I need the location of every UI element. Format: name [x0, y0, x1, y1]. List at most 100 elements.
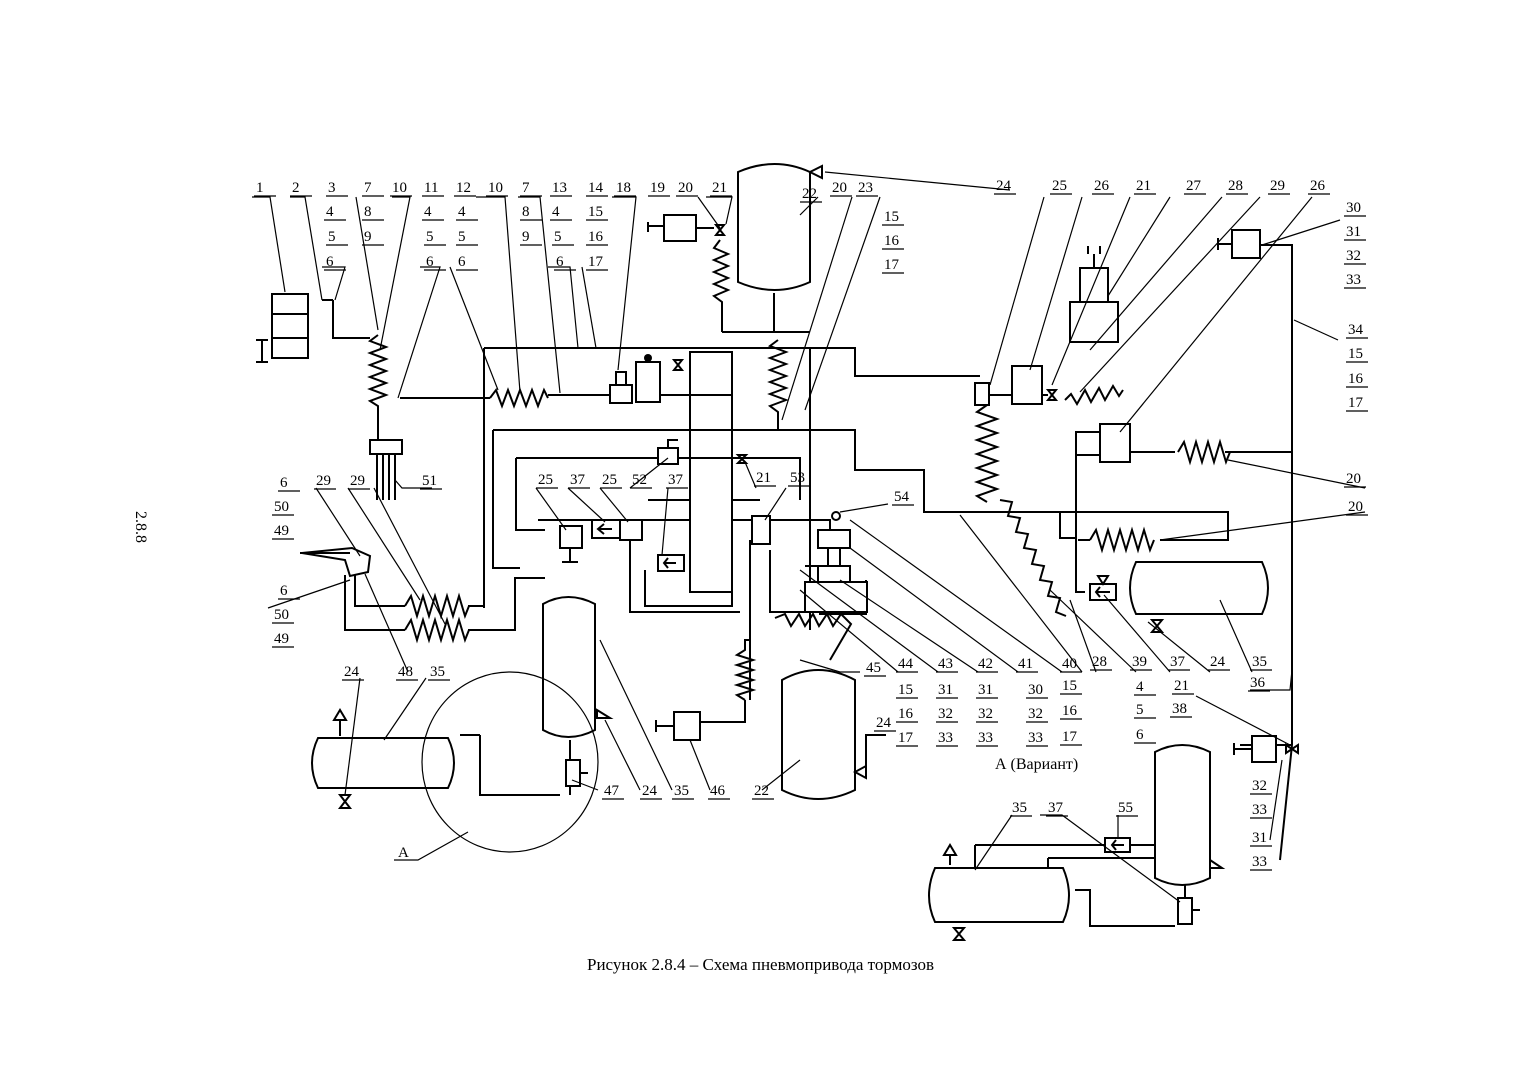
part-label: 8 — [364, 204, 372, 220]
part-label: 21 — [712, 180, 727, 196]
part-label: 50 — [274, 499, 289, 515]
part-label: 31 — [978, 682, 993, 698]
part-label: 5 — [426, 229, 434, 245]
part-label: 1 — [256, 180, 264, 196]
callout-circle-a — [421, 671, 599, 853]
valve-53 — [751, 515, 771, 545]
part-label: 2 — [292, 180, 300, 196]
receiver-35-left — [311, 737, 455, 789]
components — [256, 163, 1299, 941]
part-label: 35 — [1252, 654, 1267, 670]
part-label: 8 — [522, 204, 530, 220]
part-label: 38 — [1172, 701, 1187, 717]
part-label: 7 — [364, 180, 372, 196]
part-label: 23 — [858, 180, 873, 196]
variant-label: А (Вариант) — [995, 756, 1079, 773]
figure-caption: Рисунок 2.8.4 – Схема пневмопривода торм… — [586, 955, 935, 974]
part-label: 33 — [1028, 730, 1043, 746]
receiver-35-right — [1129, 561, 1269, 615]
leader-lines — [252, 196, 1366, 903]
part-label: 48 — [398, 664, 413, 680]
part-label: 33 — [978, 730, 993, 746]
part-label: 45 — [866, 660, 881, 676]
variant-receiver-upper — [1154, 744, 1211, 886]
part-label: 17 — [1348, 395, 1364, 411]
part-label: 37 — [668, 472, 684, 488]
part-label: 17 — [588, 254, 604, 270]
part-label: 19 — [650, 180, 665, 196]
part-label: 30 — [1028, 682, 1043, 698]
part-label: 6 — [326, 254, 334, 270]
part-label: 20 — [832, 180, 847, 196]
part-label: 32 — [1028, 706, 1043, 722]
part-label: 40 — [1062, 656, 1077, 672]
flexible-hoses — [367, 239, 1231, 701]
part-label: 28 — [1092, 654, 1107, 670]
part-label: 47 — [604, 783, 620, 799]
part-label: 10 — [488, 180, 503, 196]
part-label: 17 — [1062, 729, 1078, 745]
valve-25-right — [619, 519, 643, 541]
part-label: 27 — [1186, 178, 1202, 194]
hand-brake-valve-49 — [301, 546, 372, 578]
part-label: 4 — [326, 204, 334, 220]
valve-25-rt — [974, 382, 990, 406]
part-label: 36 — [1250, 675, 1266, 691]
part-label: 17 — [884, 257, 900, 273]
valve-54 — [817, 529, 851, 549]
part-label: 31 — [1346, 224, 1361, 240]
part-label: 21 — [756, 470, 771, 486]
part-label: 32 — [1252, 778, 1267, 794]
valve-52 — [657, 447, 679, 465]
receiver-22-top — [737, 163, 811, 291]
part-label: 25 — [538, 472, 553, 488]
part-label: 53 — [790, 470, 805, 486]
part-label: 4 — [1136, 679, 1144, 695]
part-label: 30 — [1346, 200, 1361, 216]
part-label: 24 — [344, 664, 360, 680]
part-label: 6 — [280, 475, 288, 491]
variant-receiver-35 — [928, 867, 1070, 923]
part-label: 26 — [1310, 178, 1326, 194]
part-label: 25 — [1052, 178, 1067, 194]
part-label: 3 — [328, 180, 336, 196]
distribution-block — [689, 351, 733, 593]
part-label: 42 — [978, 656, 993, 672]
part-label: 37 — [1170, 654, 1186, 670]
part-label: 6 — [426, 254, 434, 270]
part-label: 22 — [754, 783, 769, 799]
part-label: 10 — [392, 180, 407, 196]
part-label: 20 — [1348, 499, 1363, 515]
part-label: 16 — [898, 706, 914, 722]
part-label: 34 — [1348, 322, 1364, 338]
part-label: 4 — [552, 204, 560, 220]
part-label: 26 — [1094, 178, 1110, 194]
part-label: 20 — [1346, 471, 1361, 487]
part-label: 16 — [884, 233, 900, 249]
valve-37-variant — [1177, 897, 1193, 925]
part-label: 32 — [938, 706, 953, 722]
part-label: 15 — [1348, 346, 1363, 362]
part-label: 22 — [802, 186, 817, 202]
part-label: 33 — [1346, 272, 1361, 288]
part-label: 37 — [570, 472, 586, 488]
part-label: 33 — [1252, 854, 1267, 870]
valve-28 — [1069, 301, 1119, 343]
part-label: 6 — [1136, 727, 1144, 743]
part-label: 6 — [556, 254, 564, 270]
receiver-22-bottom — [781, 669, 856, 800]
brake-chamber-1 — [271, 293, 309, 359]
part-label: 4 — [424, 204, 432, 220]
part-label: 21 — [1136, 178, 1151, 194]
part-label: 15 — [884, 209, 899, 225]
part-label: 35 — [430, 664, 445, 680]
valve-32 — [1251, 735, 1277, 763]
part-label: 15 — [898, 682, 913, 698]
part-label: 28 — [1228, 178, 1243, 194]
part-label: 46 — [710, 783, 726, 799]
part-label: 55 — [1118, 800, 1133, 816]
part-label: 49 — [274, 631, 289, 647]
part-label: 16 — [1062, 703, 1078, 719]
part-label: 37 — [1048, 800, 1064, 816]
